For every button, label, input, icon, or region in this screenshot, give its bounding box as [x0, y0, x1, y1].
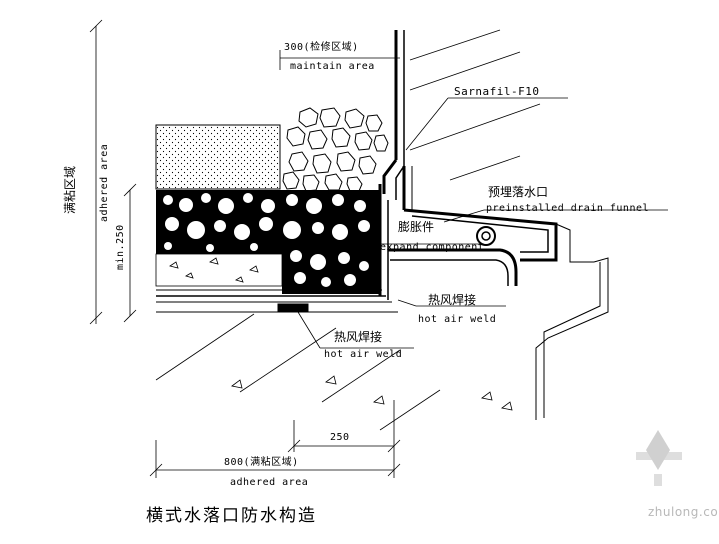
- weld2-en-label: hot air weld: [324, 349, 403, 360]
- watermark-text: zhulong.com: [648, 505, 719, 519]
- concrete-slab: [155, 313, 513, 431]
- watermark-logo: [636, 430, 682, 486]
- membrane-layers: [156, 289, 398, 313]
- adhered-area-cn-vertical: 满粘区域: [63, 165, 77, 214]
- drain-funnel: [388, 208, 609, 420]
- min-250-label: min.250: [115, 224, 126, 270]
- leader-lines: [297, 97, 668, 349]
- soil-layer: [155, 124, 281, 190]
- sarnafil-label: Sarnafil-F10: [454, 85, 540, 98]
- adhered-area-cn-horizontal: 800(满粘区域): [224, 457, 299, 468]
- drawing-title: 横式水落口防水构造: [146, 506, 317, 526]
- funnel-en-label: preinstalled drain funnel: [486, 203, 650, 214]
- funnel-cn-label: 预埋落水口: [488, 185, 549, 199]
- dimension-lines: [89, 19, 401, 478]
- weld2-cn-label: 热风焊接: [334, 330, 383, 344]
- adhered-area-en-vertical: adhered area: [99, 143, 110, 222]
- screed-layer: [155, 253, 283, 287]
- expand-en-label: expand component: [380, 242, 485, 253]
- adhered-area-en-horizontal: adhered area: [230, 477, 309, 488]
- dim-250-label: 250: [330, 432, 350, 443]
- maintain-area-en-label: maintain area: [290, 61, 375, 72]
- expand-cn-label: 膨胀件: [398, 220, 435, 234]
- pebble-drain-column: [282, 107, 389, 192]
- weld1-en-label: hot air weld: [418, 314, 497, 325]
- maintain-area-cn-label: 300(检修区域): [284, 42, 359, 53]
- weld1-cn-label: 热风焊接: [428, 293, 477, 307]
- insulation-band: [156, 190, 380, 294]
